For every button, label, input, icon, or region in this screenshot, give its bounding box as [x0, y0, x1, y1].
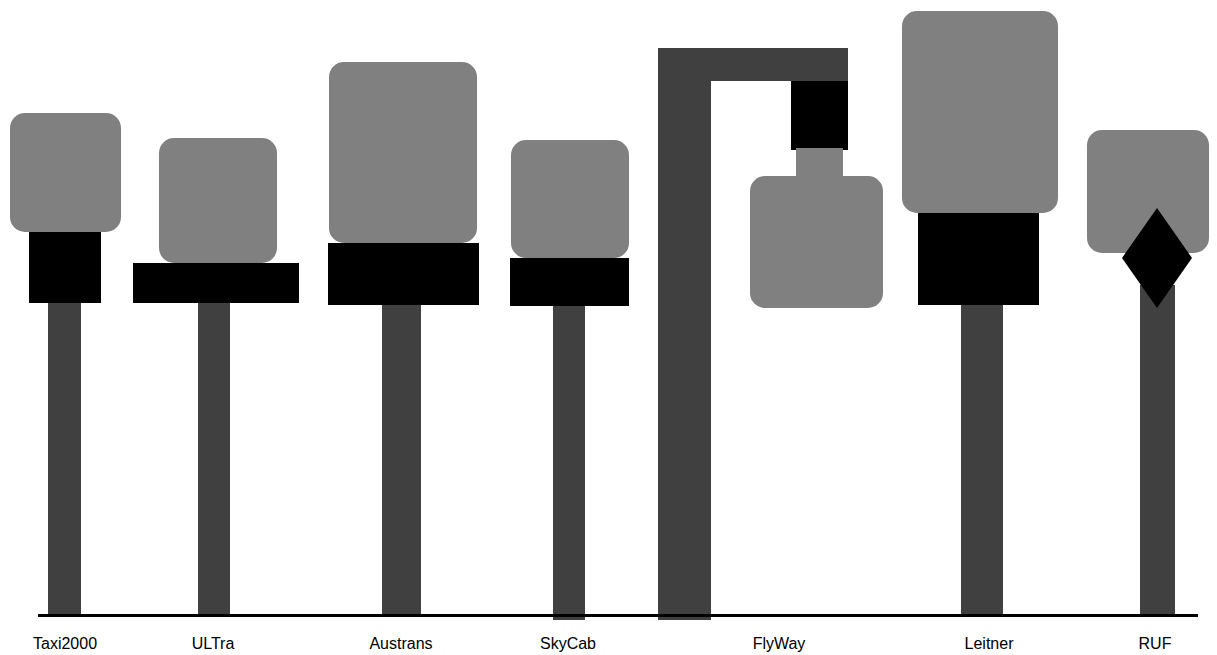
pylon: [658, 48, 711, 620]
guideway-beam: [791, 81, 848, 150]
pylon: [961, 300, 1003, 616]
guideway-beam: [328, 243, 479, 305]
pylon: [48, 300, 81, 616]
vehicle: [159, 138, 277, 263]
system-label: ULTra: [192, 635, 235, 653]
pylon: [382, 300, 421, 616]
pylon: [198, 300, 230, 616]
ground-line: [38, 614, 1198, 617]
vehicle: [10, 113, 121, 232]
vehicle: [329, 62, 477, 243]
system-label: FlyWay: [753, 635, 806, 653]
guideway-beam: [29, 232, 101, 303]
guideway-beam: [918, 208, 1039, 305]
system-label: SkyCab: [540, 635, 596, 653]
vehicle: [750, 176, 883, 308]
system-label: Taxi2000: [33, 635, 97, 653]
guideway-beam: [510, 258, 629, 306]
guideway-rail: [1122, 208, 1192, 308]
vehicle: [902, 11, 1058, 213]
support-arm: [658, 48, 848, 81]
pylon: [553, 300, 585, 620]
system-label: Leitner: [965, 635, 1014, 653]
pylon: [1140, 285, 1175, 616]
guideway-beam: [133, 263, 299, 303]
hanger: [796, 148, 843, 180]
vehicle: [511, 140, 629, 258]
system-label: RUF: [1139, 635, 1172, 653]
system-label: Austrans: [369, 635, 432, 653]
